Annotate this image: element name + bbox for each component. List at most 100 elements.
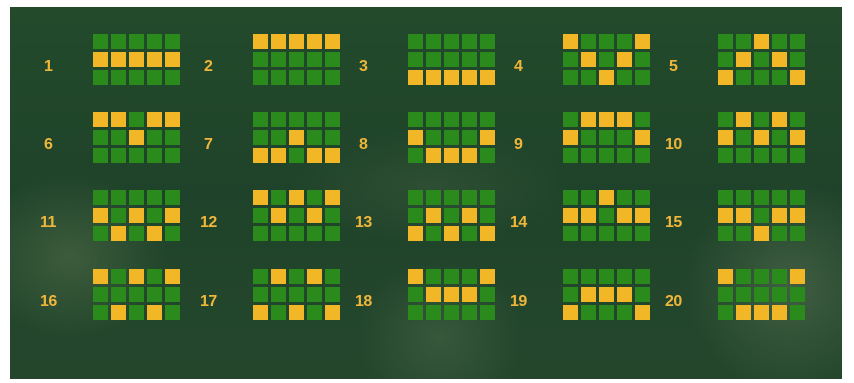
payline-square-off	[754, 287, 769, 302]
payline-square-off	[718, 190, 733, 205]
payline-square-on	[289, 190, 304, 205]
payline-square-off	[462, 52, 477, 67]
payline-square-off	[147, 287, 162, 302]
payline-square-off	[444, 208, 459, 223]
payline-square-on	[635, 34, 650, 49]
payline-square-on	[790, 70, 805, 85]
payline-grid	[93, 34, 180, 85]
payline-square-off	[754, 52, 769, 67]
payline-square-on	[480, 269, 495, 284]
payline-square-on	[408, 70, 423, 85]
payline-square-off	[111, 208, 126, 223]
payline-square-off	[480, 112, 495, 127]
payline-number: 18	[355, 293, 372, 311]
payline-square-off	[772, 148, 787, 163]
payline-square-on	[736, 305, 751, 320]
payline-square-off	[426, 130, 441, 145]
payline-square-off	[635, 226, 650, 241]
payline-square-off	[736, 226, 751, 241]
payline-square-off	[754, 70, 769, 85]
payline-square-off	[444, 305, 459, 320]
payline-square-on	[790, 130, 805, 145]
payline-square-on	[617, 208, 632, 223]
payline-square-on	[462, 148, 477, 163]
payline-3: 3	[345, 32, 525, 102]
payline-11: 11	[30, 188, 210, 258]
payline-square-off	[253, 130, 268, 145]
payline-number: 14	[510, 214, 527, 232]
payline-square-off	[129, 226, 144, 241]
payline-square-off	[790, 226, 805, 241]
payline-square-off	[563, 269, 578, 284]
payline-square-on	[599, 112, 614, 127]
payline-square-off	[790, 190, 805, 205]
payline-square-on	[581, 112, 596, 127]
payline-square-off	[111, 148, 126, 163]
payline-square-off	[111, 70, 126, 85]
payline-square-off	[408, 305, 423, 320]
payline-square-off	[253, 52, 268, 67]
payline-12: 12	[190, 188, 370, 258]
payline-square-off	[718, 287, 733, 302]
payline-square-on	[635, 208, 650, 223]
payline-grid	[718, 34, 805, 85]
payline-square-on	[271, 34, 286, 49]
payline-square-off	[790, 112, 805, 127]
payline-square-on	[111, 305, 126, 320]
payline-square-off	[736, 34, 751, 49]
payline-number: 8	[359, 136, 367, 154]
payline-square-off	[253, 112, 268, 127]
payline-square-off	[165, 190, 180, 205]
payline-square-off	[444, 269, 459, 284]
payline-grid	[408, 112, 495, 163]
payline-square-off	[790, 148, 805, 163]
payline-square-off	[599, 148, 614, 163]
payline-square-on	[111, 52, 126, 67]
payline-square-on	[563, 305, 578, 320]
payline-square-on	[772, 112, 787, 127]
payline-square-off	[617, 34, 632, 49]
payline-square-off	[480, 34, 495, 49]
payline-square-on	[790, 208, 805, 223]
payline-square-off	[563, 52, 578, 67]
payline-square-on	[271, 269, 286, 284]
payline-square-off	[408, 208, 423, 223]
payline-square-off	[165, 305, 180, 320]
payline-number: 2	[204, 58, 212, 76]
payline-square-off	[635, 269, 650, 284]
payline-square-off	[253, 269, 268, 284]
payline-square-on	[129, 130, 144, 145]
payline-square-off	[93, 148, 108, 163]
payline-square-off	[289, 52, 304, 67]
payline-square-on	[93, 112, 108, 127]
payline-square-on	[635, 130, 650, 145]
payline-square-off	[426, 269, 441, 284]
payline-square-off	[718, 112, 733, 127]
payline-16: 16	[30, 267, 210, 337]
payline-square-off	[635, 112, 650, 127]
payline-square-off	[408, 112, 423, 127]
payline-square-off	[599, 130, 614, 145]
payline-square-off	[426, 190, 441, 205]
payline-grid	[93, 269, 180, 320]
payline-square-on	[147, 52, 162, 67]
payline-square-on	[617, 52, 632, 67]
payline-square-off	[426, 52, 441, 67]
payline-square-off	[426, 34, 441, 49]
payline-grid	[718, 190, 805, 241]
payline-square-off	[581, 269, 596, 284]
payline-square-off	[165, 226, 180, 241]
payline-square-on	[307, 208, 322, 223]
payline-square-off	[408, 34, 423, 49]
payline-square-off	[581, 130, 596, 145]
payline-square-on	[147, 226, 162, 241]
payline-square-on	[165, 208, 180, 223]
payline-square-off	[772, 130, 787, 145]
payline-grid	[253, 34, 340, 85]
payline-square-off	[426, 226, 441, 241]
payline-square-off	[635, 190, 650, 205]
payline-square-off	[129, 70, 144, 85]
payline-square-on	[426, 287, 441, 302]
payline-square-on	[289, 34, 304, 49]
payline-square-on	[754, 226, 769, 241]
